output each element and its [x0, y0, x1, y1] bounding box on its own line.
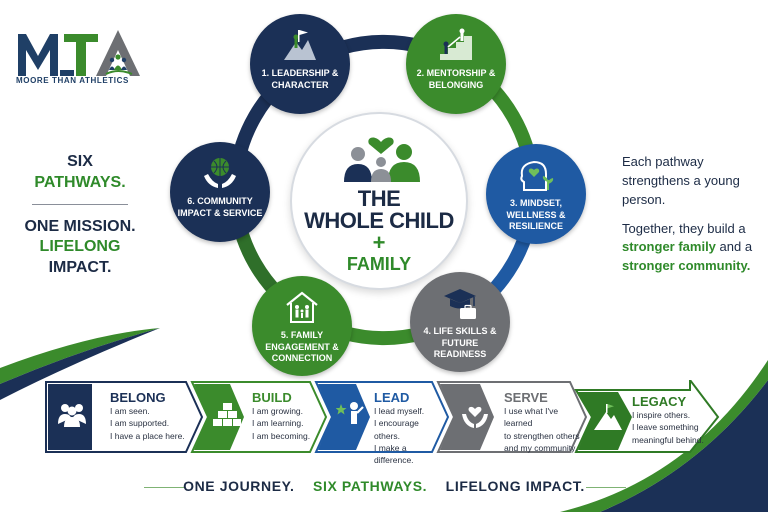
pathway-label-3: 3. MINDSET, WELLNESS & RESILIENCE	[506, 198, 566, 232]
stage-serve: SERVE I use what I've learned to strengt…	[504, 390, 580, 454]
stage-lead: LEAD I lead myself. I encourage others. …	[374, 390, 446, 467]
family-house-icon	[286, 291, 318, 323]
right-highlight-community: stronger community.	[622, 258, 751, 274]
pathway-label-1: 1. LEADERSHIP & CHARACTER	[261, 68, 339, 90]
bottom-tagline: ONE JOURNEY. SIX PATHWAYS. LIFELONG IMPA…	[0, 478, 768, 494]
mta-logo	[18, 30, 140, 76]
right-paragraph-1: Each pathway strengthens a young person.	[622, 154, 740, 207]
leader-icon	[336, 402, 364, 424]
pathway-node-5: 5. FAMILY ENGAGEMENT & CONNECTION	[252, 276, 352, 376]
family-heart-icon	[344, 137, 420, 182]
right-highlight-family: stronger family	[622, 239, 716, 255]
bricks-icon	[213, 403, 241, 426]
pathway-label-5: 5. FAMILY ENGAGEMENT & CONNECTION	[265, 330, 339, 364]
center-title-whole-child: WHOLE CHILD	[304, 208, 454, 233]
pathway-label-2: 2. MENTORSHIP & BELONGING	[416, 68, 496, 90]
left-line-5: IMPACT.	[48, 259, 112, 277]
stage-line: I encourage others.	[374, 418, 419, 441]
mentor-steps-icon	[440, 28, 472, 60]
left-line-2: PATHWAYS.	[34, 173, 126, 191]
right-paragraph-2: Together, they build a stronger family a…	[622, 220, 758, 277]
stage-title-legacy: LEGACY	[632, 394, 687, 409]
pathway-node-4: 4. LIFE SKILLS & FUTURE READINESS	[410, 272, 510, 372]
left-line-4: LIFELONG	[39, 238, 121, 256]
right-para2-prefix: Together, they build a	[622, 220, 746, 236]
decorative-swoosh	[0, 328, 768, 512]
pathway-node-2: 2. MENTORSHIP & BELONGING	[406, 14, 506, 114]
stage-line: I use what I've learned	[504, 406, 559, 429]
stage-line: meaningful behind.	[632, 434, 704, 445]
journey-arrow-bar	[45, 380, 720, 453]
group-icon	[58, 404, 86, 427]
stage-line: I leave something	[632, 422, 699, 433]
stage-build: BUILD I am growing. I am learning. I am …	[252, 390, 320, 442]
stage-line: I inspire others.	[632, 410, 691, 420]
stage-line: I am growing.	[252, 406, 304, 416]
left-divider	[32, 203, 128, 205]
left-line-3: ONE MISSION.	[24, 217, 136, 235]
stage-title-belong: BELONG	[110, 390, 166, 405]
tagline-dash-right	[586, 487, 626, 488]
stage-line: and my community.	[504, 442, 578, 453]
stage-title-build: BUILD	[252, 390, 292, 405]
tagline-part-1: ONE JOURNEY.	[183, 478, 295, 494]
graduation-cap-icon	[444, 289, 476, 319]
summit-flag-icon	[284, 30, 316, 60]
stage-line: I lead myself.	[374, 406, 425, 416]
left-line-1: SIX	[67, 153, 93, 170]
stage-line: to strengthen others	[504, 430, 580, 441]
stage-title-serve: SERVE	[504, 390, 548, 405]
pathway-node-1: 1. LEADERSHIP & CHARACTER	[250, 14, 350, 114]
stage-line: I am learning.	[252, 418, 304, 429]
right-para2-mid: and a	[715, 239, 753, 255]
stage-title-lead: LEAD	[374, 390, 410, 405]
mind-heart-icon	[520, 160, 554, 191]
whole-child-center: THE WHOLE CHILD + FAMILY	[290, 112, 468, 290]
pathway-label-4: 4. LIFE SKILLS & FUTURE READINESS	[423, 326, 497, 360]
pathway-node-3: 3. MINDSET, WELLNESS & RESILIENCE	[486, 144, 586, 244]
tagline-dash-left	[144, 487, 184, 488]
stage-belong: BELONG I am seen. I am supported. I have…	[110, 390, 190, 442]
stage-line: I am becoming.	[252, 430, 311, 441]
stage-line: I am supported.	[110, 418, 170, 429]
center-title-the: THE	[357, 186, 401, 211]
stage-line: I am seen.	[110, 406, 150, 416]
pathway-node-6: 6. COMMUNITY IMPACT & SERVICE	[170, 142, 270, 242]
stage-line: I have a place here.	[110, 430, 185, 441]
tagline-part-3: LIFELONG IMPACT.	[445, 478, 585, 494]
center-title-family: FAMILY	[346, 254, 412, 274]
pathway-label-6: 6. COMMUNITY IMPACT & SERVICE	[177, 196, 263, 218]
center-plus: +	[372, 230, 386, 255]
right-description-panel: Each pathway strengthens a young person.…	[622, 153, 758, 276]
left-mission-panel: SIX PATHWAYS. ONE MISSION. LIFELONG IMPA…	[20, 152, 140, 279]
mountain-flag-icon	[594, 404, 622, 430]
stage-legacy: LEGACY I inspire others. I leave somethi…	[632, 394, 712, 446]
heart-hands-icon	[462, 406, 488, 428]
brand-tagline: MOORE THAN ATHLETICS	[16, 76, 129, 85]
globe-hands-icon	[204, 158, 236, 188]
tagline-part-2: SIX PATHWAYS.	[313, 478, 428, 494]
stage-line: I make a difference.	[374, 442, 414, 466]
